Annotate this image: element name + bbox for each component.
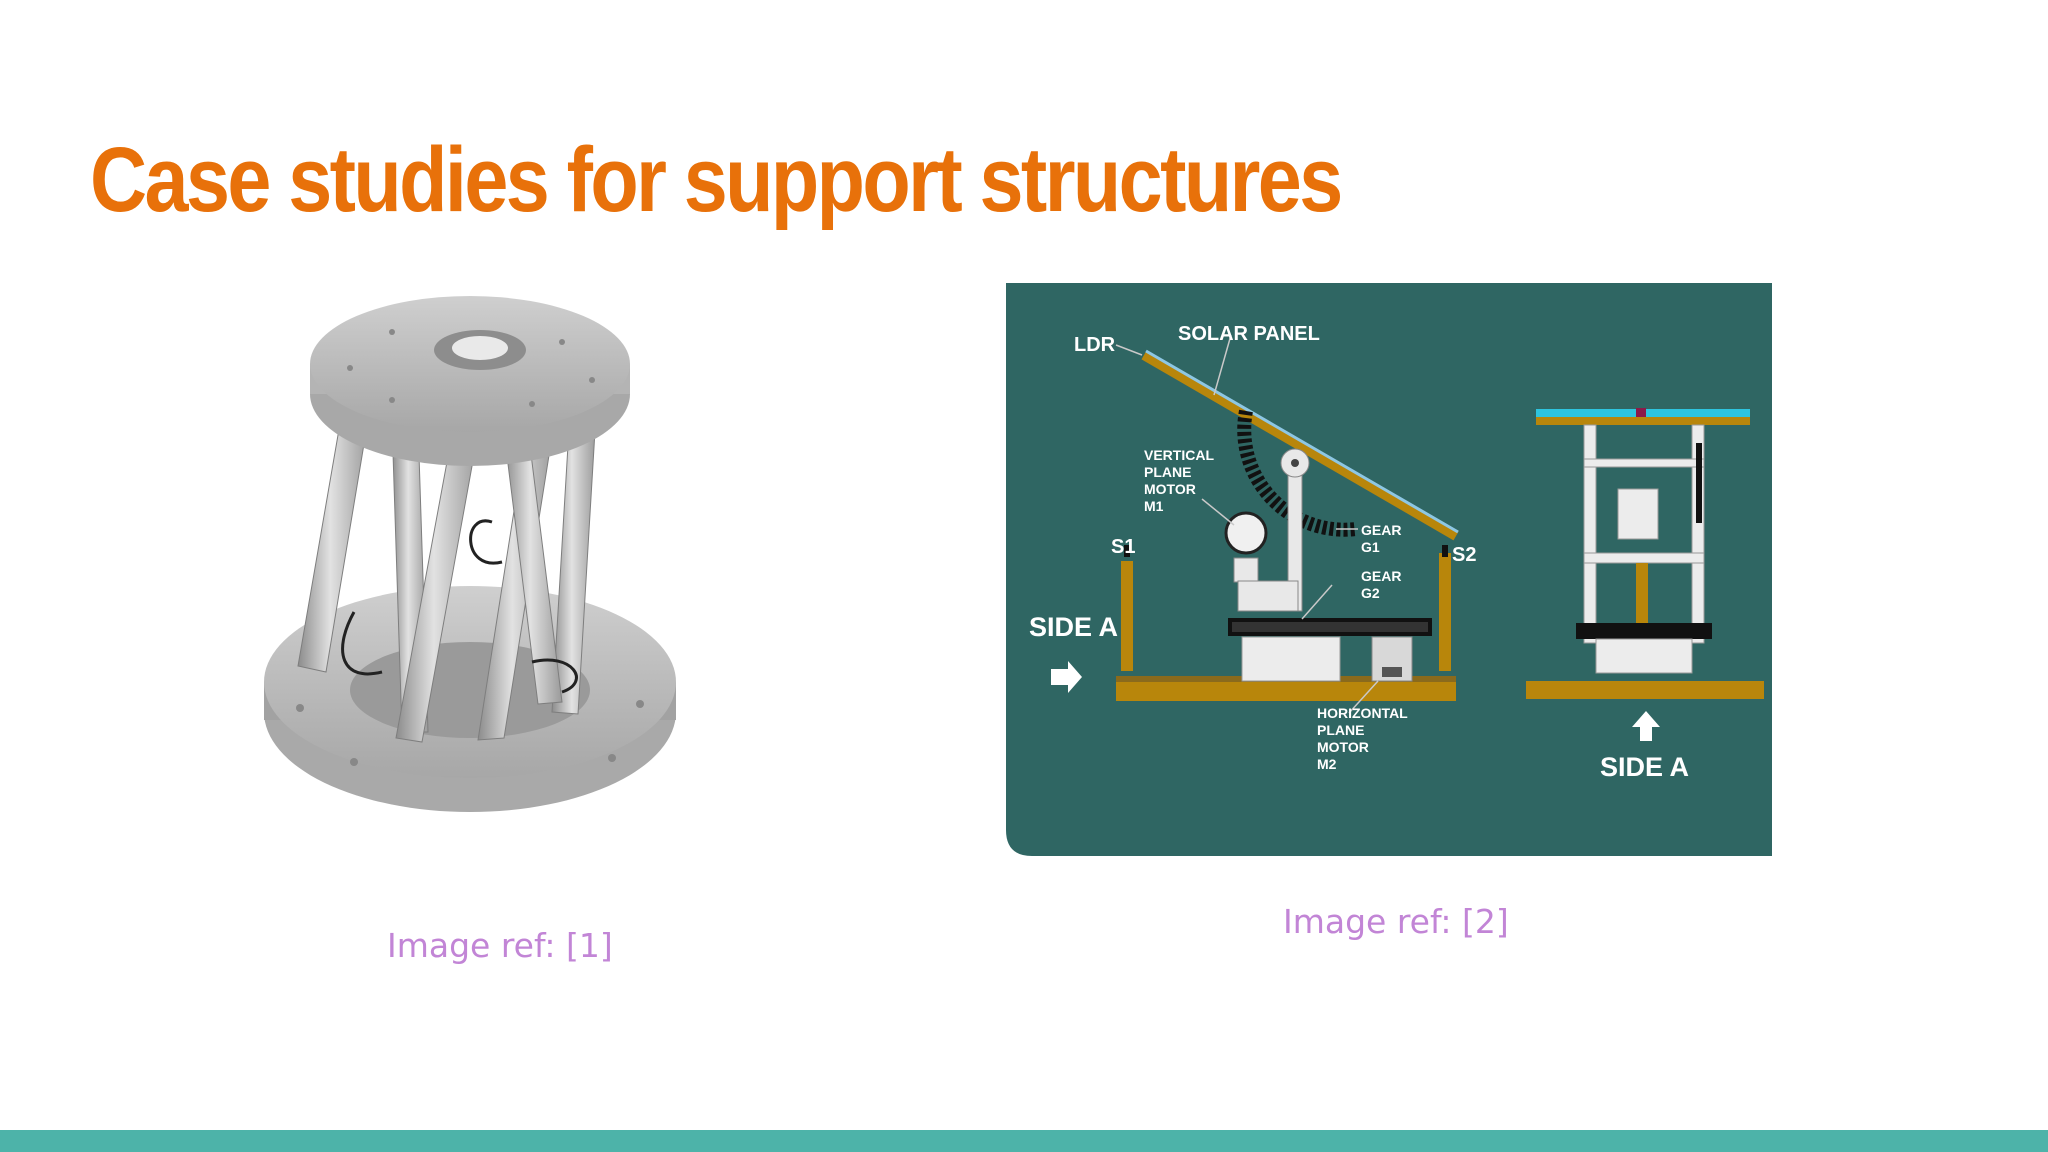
s1-label: S1 [1111, 536, 1135, 558]
svg-text:G1: G1 [1361, 539, 1380, 555]
svg-text:M2: M2 [1317, 756, 1337, 772]
solar-panel-label: SOLAR PANEL [1178, 323, 1320, 345]
ldr-label: LDR [1074, 334, 1116, 356]
footer-bar [0, 1130, 2048, 1152]
svg-text:G2: G2 [1361, 585, 1380, 601]
svg-text:PLANE: PLANE [1317, 722, 1364, 738]
image-ref-right: Image ref: [2] [1283, 902, 1509, 941]
slide-title: Case studies for support structures [90, 129, 1343, 231]
gear-g1-label: GEAR [1361, 522, 1401, 538]
svg-text:MOTOR: MOTOR [1317, 739, 1369, 755]
side-a-left-label: SIDE A [1029, 612, 1118, 642]
solar-tracker-diagram: LDR SOLAR PANEL VERTICAL PLANE MOTOR M1 … [1006, 283, 1772, 856]
s2-label: S2 [1452, 544, 1476, 566]
image-ref-left: Image ref: [1] [387, 926, 613, 965]
vertical-motor-label: VERTICAL [1144, 447, 1214, 463]
side-a-right-label: SIDE A [1600, 752, 1689, 782]
svg-text:PLANE: PLANE [1144, 464, 1191, 480]
svg-text:MOTOR: MOTOR [1144, 481, 1196, 497]
horizontal-motor-label: HORIZONTAL [1317, 705, 1408, 721]
svg-text:M1: M1 [1144, 498, 1164, 514]
gear-g2-label: GEAR [1361, 568, 1401, 584]
hexapod-image [92, 272, 724, 872]
